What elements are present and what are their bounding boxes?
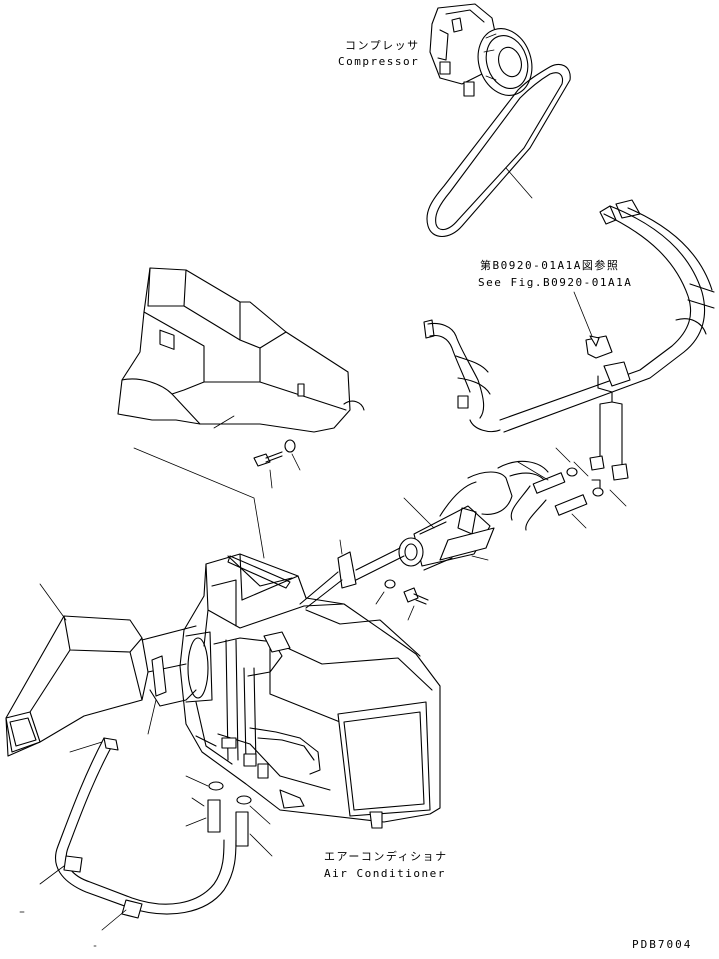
air-conditioner-label-en: Air Conditioner: [324, 867, 446, 880]
compressor-label-jp: コンプレッサ: [345, 39, 420, 52]
refrigerant-pipes: [423, 199, 715, 507]
receiver-dryer: [398, 471, 513, 571]
air-conditioner-label-jp: エアーコンディショナ: [324, 850, 448, 863]
compressor-label-en: Compressor: [338, 55, 420, 68]
v-belt: [426, 63, 571, 238]
air-conditioner-unit: [179, 539, 441, 857]
drawing-number: PDB7004: [632, 938, 693, 951]
liquid-hose: [497, 460, 588, 531]
reference-label-en: See Fig.B0920-01A1A: [478, 276, 633, 289]
reference-label-jp: 第B0920-01A1A図参照: [480, 259, 620, 272]
compressor: [429, 3, 533, 97]
lower-duct-and-drain: [5, 583, 237, 947]
upper-duct: [117, 267, 365, 559]
